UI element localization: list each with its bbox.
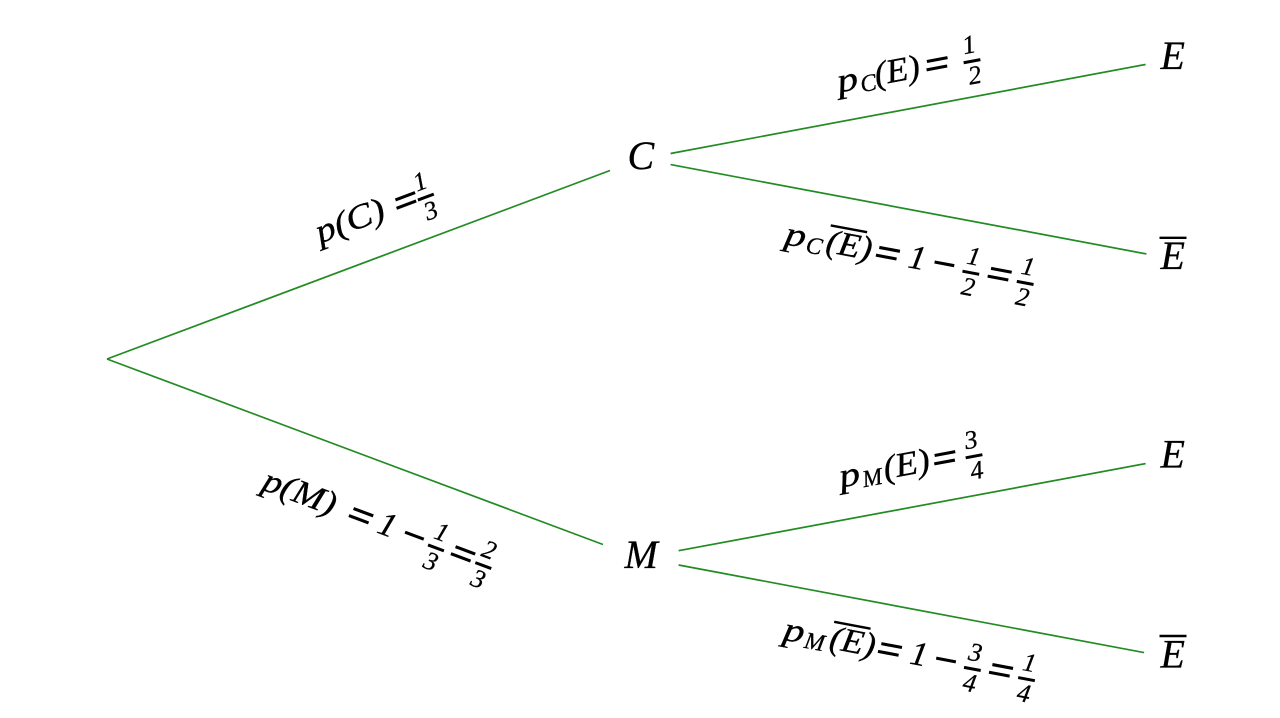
svg-text:2: 2 <box>966 60 984 91</box>
svg-text:C: C <box>858 70 879 99</box>
svg-text:1: 1 <box>906 239 930 279</box>
svg-text:1: 1 <box>1021 647 1039 678</box>
svg-text:(E): (E) <box>827 620 879 665</box>
svg-text:p: p <box>833 455 863 496</box>
svg-text:M: M <box>801 628 828 658</box>
svg-text:2: 2 <box>959 271 977 302</box>
svg-text:E: E <box>1160 233 1185 278</box>
svg-text:p(C): p(C) <box>308 191 391 252</box>
svg-text:3: 3 <box>419 195 442 227</box>
svg-text:3: 3 <box>961 424 980 455</box>
svg-text:2: 2 <box>478 534 500 566</box>
svg-text:M: M <box>624 532 661 577</box>
svg-text:3: 3 <box>466 563 489 595</box>
svg-text:p: p <box>831 60 861 101</box>
svg-text:1: 1 <box>907 635 931 675</box>
svg-text:E: E <box>1160 632 1185 677</box>
svg-text:4: 4 <box>961 668 979 699</box>
svg-text:(E): (E) <box>880 442 933 487</box>
svg-text:1: 1 <box>960 29 978 60</box>
svg-text:(E): (E) <box>823 223 875 268</box>
svg-text:E: E <box>1160 432 1185 477</box>
svg-text:1: 1 <box>373 505 402 546</box>
svg-text:C: C <box>628 133 656 178</box>
svg-text:p(M): p(M) <box>256 461 342 523</box>
svg-text:(E): (E) <box>871 49 923 94</box>
svg-text:3: 3 <box>965 637 984 668</box>
svg-text:4: 4 <box>968 455 986 486</box>
svg-text:C: C <box>804 232 826 261</box>
svg-text:1: 1 <box>431 516 453 548</box>
svg-text:4: 4 <box>1015 678 1033 709</box>
svg-text:E: E <box>1160 33 1185 78</box>
svg-text:3: 3 <box>419 545 442 577</box>
svg-text:1: 1 <box>1019 251 1037 282</box>
svg-text:1: 1 <box>965 241 983 272</box>
svg-text:2: 2 <box>1013 282 1031 313</box>
